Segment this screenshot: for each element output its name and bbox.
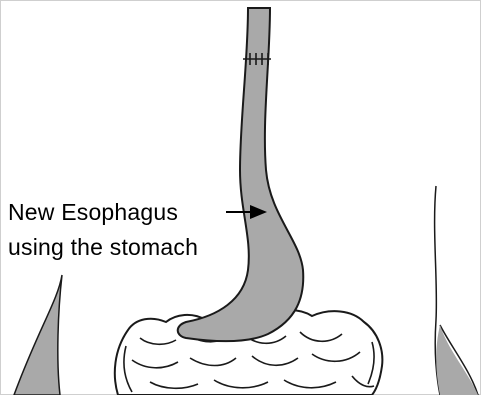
label-using-stomach: using the stomach (8, 233, 198, 261)
new-esophagus-tube (178, 8, 304, 341)
label-new-esophagus: New Esophagus (8, 198, 178, 226)
right-body-shading (436, 325, 478, 395)
left-body-outline (14, 275, 62, 395)
